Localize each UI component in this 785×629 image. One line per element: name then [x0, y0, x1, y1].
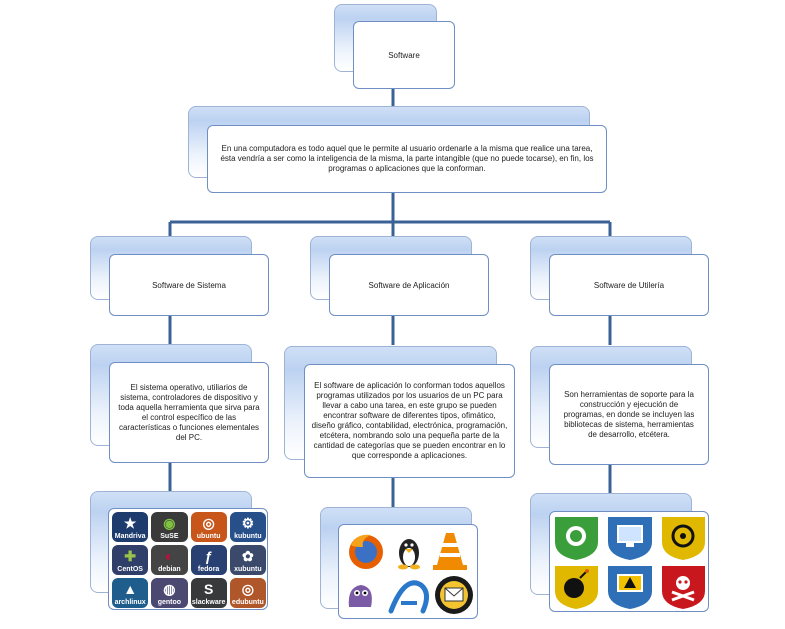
definition-text: En una computadora es todo aquel que le … [220, 144, 594, 173]
aplicacion-title-node: Software de Aplicación [329, 254, 489, 316]
sistema-desc-node: El sistema operativo, utiliarios de sist… [109, 362, 269, 463]
utileria-desc: Son herramientas de soporte para la cons… [563, 389, 695, 439]
biohazard-shield-icon [662, 517, 705, 560]
aplicacion-desc: El software de aplicación lo conforman t… [311, 381, 508, 460]
utileria-logos-node [549, 511, 709, 612]
tux-penguin-icon [398, 539, 420, 570]
utileria-title-node: Software de Utilería [549, 254, 709, 316]
mail-stamp-icon [435, 576, 473, 614]
archlinux-logo: ▲archlinux [112, 578, 149, 608]
sistema-title-node: Software de Sistema [109, 254, 269, 316]
anjuta-icon [388, 580, 429, 614]
application-icons [348, 533, 473, 614]
ubuntu-logo: ◎ubuntu [190, 512, 227, 542]
sistema-desc: El sistema operativo, utiliarios de sist… [118, 382, 260, 442]
mandriva-logo: ★Mandriva [112, 512, 149, 542]
pidgin-icon [348, 585, 372, 607]
utileria-desc-node: Son herramientas de soporte para la cons… [549, 364, 709, 465]
skull-crossbones-shield-icon [662, 566, 705, 609]
monitor-shield-icon [608, 517, 652, 560]
aplicacion-desc-node: El software de aplicación lo conforman t… [304, 364, 515, 478]
security-shield-green-icon [555, 517, 598, 560]
firefox-icon [349, 534, 383, 569]
warning-monitor-shield-icon [608, 566, 652, 609]
bomb-shield-icon [555, 566, 598, 609]
vlc-cone-icon [433, 533, 467, 570]
centos-logo: ✚CentOS [112, 545, 149, 575]
aplicacion-logos-node [338, 524, 478, 619]
sistema-title: Software de Sistema [152, 280, 226, 290]
kubuntu-logo: ⚙kubuntu [229, 512, 266, 542]
xubuntu-logo: ✿xubuntu [229, 545, 266, 575]
suse-logo: ◉SuSE [151, 512, 188, 542]
root-node-label: Software [388, 50, 420, 60]
utility-icons [555, 517, 705, 609]
utileria-title: Software de Utilería [593, 280, 665, 290]
debian-logo: ◐debian [151, 545, 188, 575]
aplicacion-title: Software de Aplicación [368, 280, 450, 290]
definition-node: En una computadora es todo aquel que le … [207, 125, 607, 193]
sistema-logos-node: ★Mandriva ◉SuSE ◎ubuntu ⚙kubuntu ✚CentOS… [108, 508, 268, 610]
gentoo-logo: ◍gentoo [151, 578, 188, 608]
root-node: Software [353, 21, 455, 89]
edubuntu-logo: ◎edubuntu [229, 578, 266, 608]
